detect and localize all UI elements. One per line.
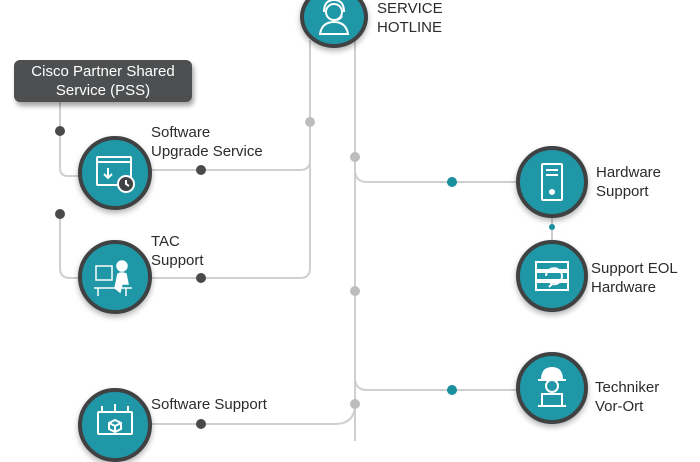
- hotline-label: SERVICE HOTLINE: [377, 0, 443, 37]
- techniker-branch: [354, 377, 520, 391]
- tac-support-label-line-2: Support: [151, 252, 204, 269]
- monitor-cube-icon: [97, 404, 133, 435]
- software-download-icon: [96, 156, 135, 193]
- dot-spine-3: [350, 399, 360, 409]
- techniker-label-line-1: Techniker: [595, 379, 660, 396]
- eol-hardware-label: Support EOL Hardware: [591, 259, 678, 297]
- pss-tac-branch: [59, 212, 100, 279]
- dot-pss-1: [55, 126, 65, 136]
- hardware-support-label: Hardware Support: [596, 163, 661, 201]
- hardware-support-label-line-2: Support: [596, 183, 649, 200]
- techniker-label: Techniker Vor-Ort: [595, 378, 659, 416]
- pss-box: Cisco Partner Shared Service (PSS): [14, 60, 192, 102]
- dot-software-support: [196, 419, 206, 429]
- eol-hardware-node[interactable]: [516, 240, 588, 312]
- techniker-label-line-2: Vor-Ort: [595, 398, 644, 415]
- software-support-label: Software Support: [151, 395, 267, 414]
- software-upgrade-label-line-2: Upgrade Service: [151, 143, 263, 160]
- pss-line-1: Cisco Partner Shared: [31, 63, 175, 80]
- eol-hardware-label-line-1: Support EOL: [591, 260, 678, 277]
- dot-upgrade: [196, 165, 206, 175]
- dot-hotline-left: [305, 117, 315, 127]
- software-support-label-line-1: Software Support: [151, 396, 267, 413]
- tac-support-label: TAC Support: [151, 232, 204, 270]
- software-upgrade-node[interactable]: [78, 136, 152, 210]
- dot-spine-1: [350, 152, 360, 162]
- dot-tac: [196, 273, 206, 283]
- connector-diagram: [55, 40, 555, 441]
- tac-connector: [150, 160, 311, 279]
- pss-line-2: Service (PSS): [55, 82, 151, 99]
- techniker-node[interactable]: [516, 352, 588, 424]
- software-support-node[interactable]: [78, 388, 152, 462]
- hotline-label-line-2: HOTLINE: [377, 19, 443, 36]
- hotline-label-line-1: SERVICE: [377, 0, 443, 17]
- hardware-branch: [354, 169, 520, 183]
- dot-spine-2: [350, 286, 360, 296]
- hardware-support-label-line-1: Hardware: [596, 164, 662, 181]
- software-upgrade-label: Software Upgrade Service: [151, 123, 263, 161]
- engineer-desk-icon: [94, 260, 132, 296]
- dot-hardware-eol: [549, 224, 555, 230]
- tac-support-label-line-1: TAC: [151, 233, 180, 250]
- tac-support-node[interactable]: [78, 240, 152, 314]
- software-upgrade-label-line-1: Software: [151, 124, 211, 141]
- server-tower-icon: [541, 163, 563, 201]
- dot-hardware: [447, 177, 457, 187]
- hardware-support-node[interactable]: [516, 146, 588, 218]
- eol-hardware-label-line-2: Hardware: [591, 279, 657, 296]
- hotline-node[interactable]: [300, 0, 368, 48]
- technician-helmet-icon: [538, 366, 566, 407]
- headset-agent-icon: [318, 0, 350, 35]
- dot-techniker: [447, 385, 457, 395]
- dot-pss-2: [55, 209, 65, 219]
- server-refresh-icon: [535, 261, 569, 291]
- pss-trunk-line: [59, 102, 100, 177]
